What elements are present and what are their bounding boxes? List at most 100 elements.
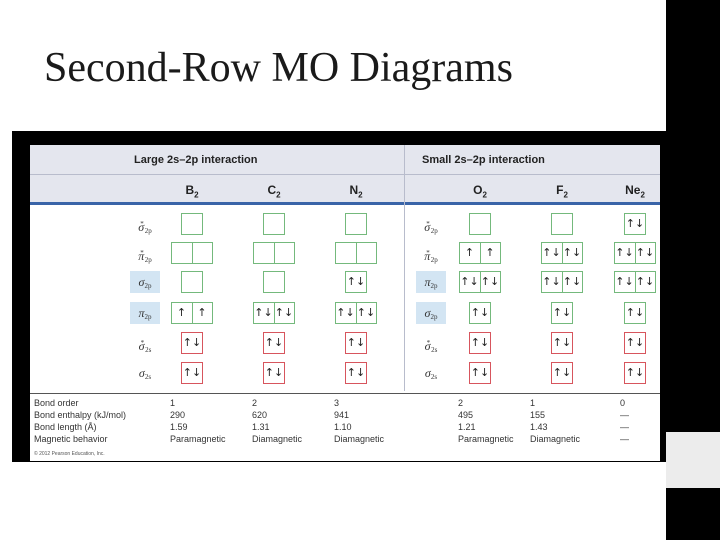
electron-slot: ↑ <box>191 303 212 323</box>
orbital-box <box>551 213 573 235</box>
orbital-box: ↑↓ <box>469 302 491 324</box>
large-interaction-header: Large 2s–2p interaction <box>134 154 258 166</box>
orbital-box: ↑↓ <box>181 332 203 354</box>
orbital-box <box>170 242 213 264</box>
electron-slot: ↑↓ <box>615 246 634 259</box>
orbital-box <box>181 271 203 293</box>
electron-slot <box>182 214 202 234</box>
electron-slot: ↑↓ <box>264 336 284 349</box>
property-value: 155 <box>530 410 546 420</box>
property-value: 1.21 <box>458 422 476 432</box>
property-value: Diamagnetic <box>334 434 385 444</box>
electron-slot <box>355 243 376 263</box>
electron-slot: ↑↓ <box>470 306 490 319</box>
electron-slot <box>264 272 284 292</box>
orbital-box: ↑↓↑↓ <box>613 271 656 293</box>
orbital-box <box>263 271 285 293</box>
orbital-label: σ2s <box>138 366 152 381</box>
property-value: 3 <box>334 398 340 408</box>
electron-slot: ↑ <box>464 246 475 259</box>
electron-slot: ↑↓ <box>615 275 634 288</box>
electron-slot: ↑↓ <box>561 243 582 263</box>
electron-slot: ↑ <box>479 243 500 263</box>
orbital-label: σ2p <box>130 271 160 293</box>
mo-table-panel: Large 2s–2p interaction Small 2s–2p inte… <box>30 145 660 461</box>
molecule-header: F2 <box>556 183 568 200</box>
molecule-header: C2 <box>267 183 281 200</box>
orbital-box: ↑↓ <box>551 362 573 384</box>
electron-slot <box>470 214 490 234</box>
orbital-label: σ*2p <box>138 220 152 235</box>
column-divider <box>404 145 405 391</box>
orbital-label: σ*2s <box>138 339 152 354</box>
orbital-label: π*2p <box>424 249 438 264</box>
orbital-box <box>263 213 285 235</box>
electron-slot: ↑↓ <box>625 336 645 349</box>
electron-slot: ↑↓ <box>479 272 500 292</box>
orbital-box: ↑↓ <box>469 332 491 354</box>
electron-slot: ↑↓ <box>254 306 273 319</box>
property-value: 1.31 <box>252 422 270 432</box>
interaction-header-row: Large 2s–2p interaction Small 2s–2p inte… <box>30 145 660 175</box>
orbital-box: ↑↓↑↓ <box>458 271 501 293</box>
orbital-box: ↑↓ <box>181 362 203 384</box>
orbital-box: ↑↓ <box>345 362 367 384</box>
electron-slot: ↑↓ <box>470 336 490 349</box>
property-label: Bond order <box>34 398 79 408</box>
slide-title: Second-Row MO Diagrams <box>44 45 513 91</box>
electron-slot <box>552 214 572 234</box>
property-value: 0 <box>620 398 626 408</box>
property-value: 941 <box>334 410 350 420</box>
orbital-box: ↑↑ <box>170 302 213 324</box>
orbital-box: ↑↓ <box>624 362 646 384</box>
electron-slot <box>172 243 192 263</box>
right-edge-grey-block <box>666 432 720 488</box>
orbital-box: ↑↓↑↓ <box>334 302 377 324</box>
electron-slot: ↑↓ <box>346 366 366 379</box>
electron-slot: ↑↓ <box>336 306 355 319</box>
property-value: 2 <box>252 398 258 408</box>
electron-slot: ↑↓ <box>625 217 645 230</box>
orbital-box: ↑↓↑↓ <box>540 271 583 293</box>
orbital-label: σ2p <box>416 302 446 324</box>
electron-slot <box>346 214 366 234</box>
orbital-box: ↑↓ <box>551 332 573 354</box>
property-value: Paramagnetic <box>170 434 226 444</box>
orbital-box: ↑↓ <box>624 332 646 354</box>
electron-slot: ↑↓ <box>552 336 572 349</box>
property-label: Bond enthalpy (kJ/mol) <box>34 410 127 420</box>
electron-slot: ↑↓ <box>346 336 366 349</box>
electron-slot <box>336 243 356 263</box>
orbital-box: ↑↓ <box>551 302 573 324</box>
electron-slot: ↑↓ <box>634 243 655 263</box>
electron-slot: ↑↓ <box>542 275 561 288</box>
property-value: 1 <box>530 398 536 408</box>
orbital-box: ↑↓↑↓ <box>613 242 656 264</box>
property-value: — <box>620 434 629 444</box>
molecule-header: N2 <box>349 183 363 200</box>
property-value: 290 <box>170 410 186 420</box>
orbital-box <box>181 213 203 235</box>
electron-slot: ↑↓ <box>355 303 376 323</box>
orbital-box: ↑↑ <box>458 242 501 264</box>
electron-slot: ↑↓ <box>561 272 582 292</box>
electron-slot: ↑↓ <box>182 366 202 379</box>
orbital-label: σ*2s <box>424 339 438 354</box>
electron-slot <box>254 243 274 263</box>
property-value: Diamagnetic <box>252 434 303 444</box>
property-value: 620 <box>252 410 268 420</box>
property-value: 1 <box>170 398 176 408</box>
electron-slot: ↑↓ <box>470 366 490 379</box>
orbital-label: σ*2p <box>424 220 438 235</box>
orbital-box: ↑↓ <box>469 362 491 384</box>
orbital-box <box>252 242 295 264</box>
electron-slot: ↑↓ <box>182 336 202 349</box>
property-value: — <box>620 410 629 420</box>
electron-slot: ↑↓ <box>552 306 572 319</box>
orbital-label: π*2p <box>138 249 152 264</box>
property-label: Magnetic behavior <box>34 434 108 444</box>
orbital-box: ↑↓ <box>624 213 646 235</box>
property-value: — <box>620 422 629 432</box>
